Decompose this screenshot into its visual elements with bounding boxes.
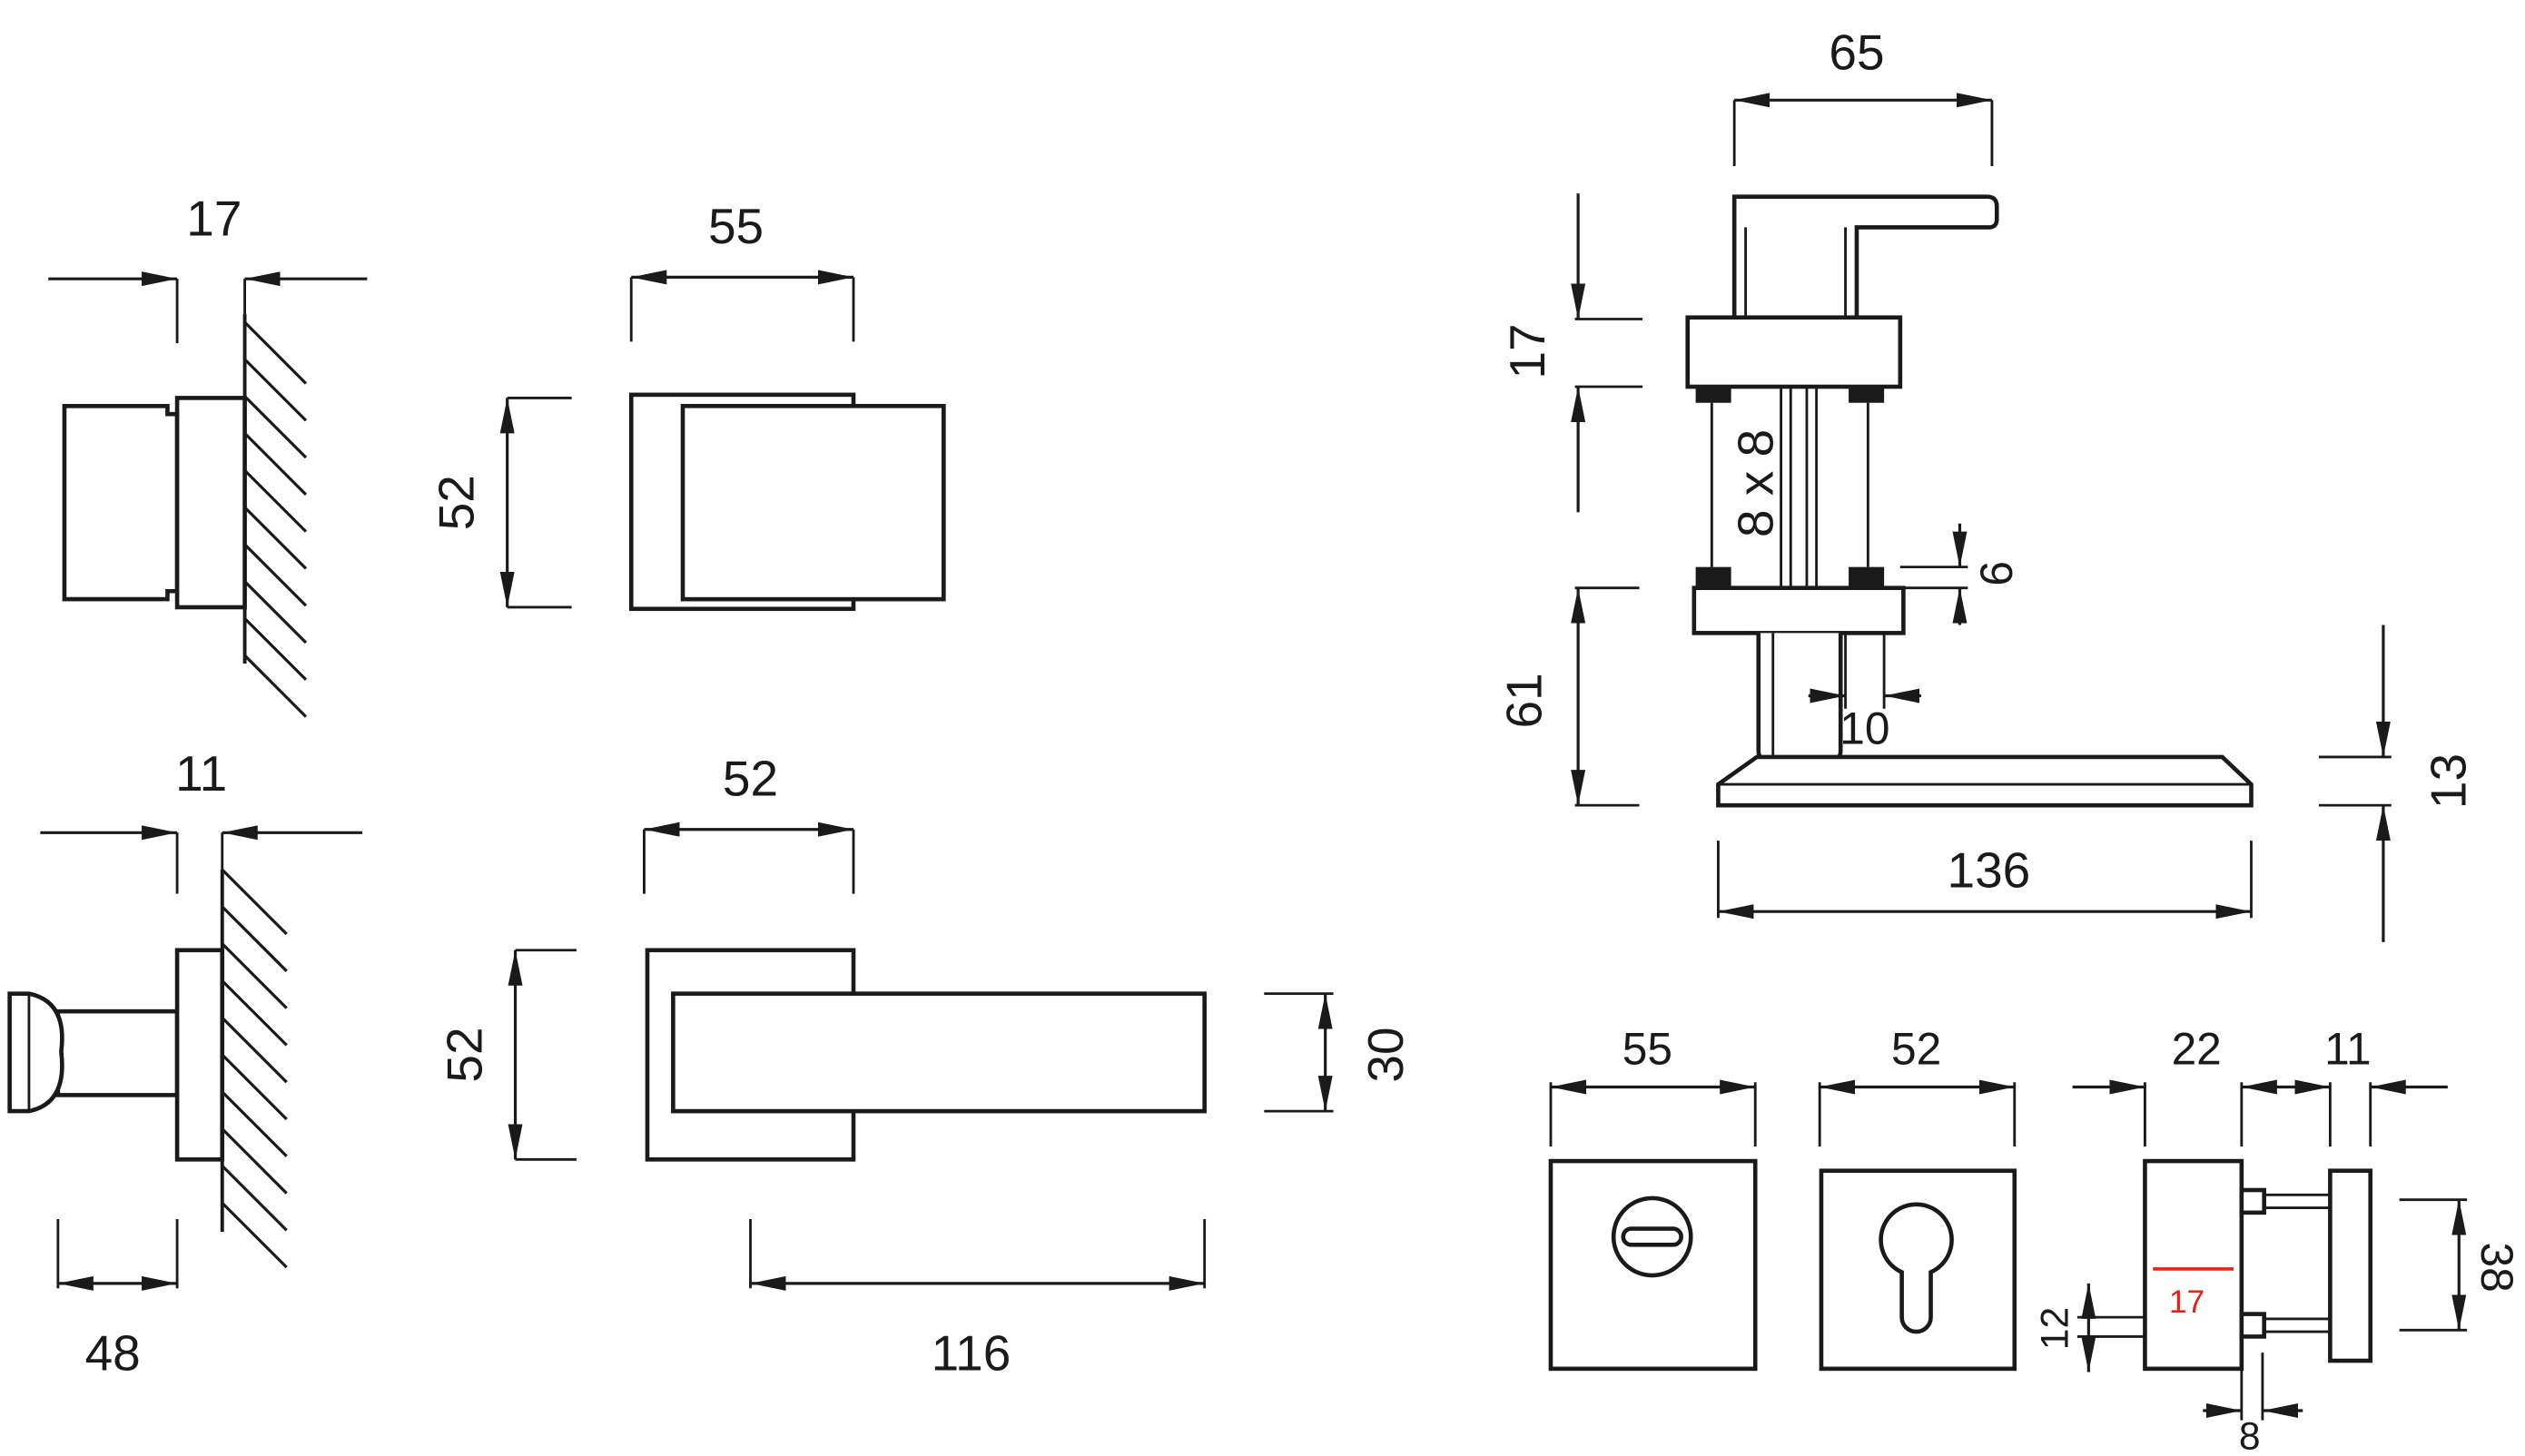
pz-escutcheon-view: 52: [1818, 1024, 2017, 1372]
hatch-line: [221, 1090, 288, 1157]
dimension-label-rosette-depth: 22: [2172, 1024, 2222, 1075]
dimension-label-pin-spacing: 38: [2471, 1243, 2522, 1293]
dimension-label-rose-height: 17: [1499, 323, 1555, 379]
dimension-label-lever-height: 30: [1357, 1027, 1414, 1082]
hatch-line: [243, 358, 308, 422]
dimension-label-rose-width: 52: [723, 750, 778, 806]
fixing-block: [1695, 386, 1731, 403]
dimension-label-lever-length: 116: [932, 1325, 1011, 1382]
rose-plate: [174, 948, 225, 1162]
handle-end-cap: [7, 991, 64, 1114]
dimension-label-pz-width: 52: [1891, 1024, 1941, 1075]
handle-side-view: 11 48: [7, 745, 363, 1382]
wall-hatching: [243, 320, 308, 718]
rosette-body: [2143, 1158, 2244, 1372]
dimension-label-rose-thickness: 17: [186, 190, 242, 246]
dimension-label-neck-height: 61: [1495, 673, 1552, 728]
dimension-label-plate-thickness: 11: [2324, 1024, 2372, 1075]
hatch-line: [243, 580, 308, 644]
hatch-line: [243, 654, 308, 718]
handle-front-view: 52 52 30 116: [436, 750, 1413, 1381]
wall-hatching: [221, 868, 288, 1269]
hatch-line: [221, 868, 288, 936]
assembly-side-view: 65 17 8 x 8 9 61 10 13 136: [1495, 25, 2476, 942]
hatch-line: [221, 979, 288, 1047]
dimension-label-lever-length: 136: [1948, 842, 2031, 899]
hatch-line: [221, 1165, 288, 1232]
wc-turn-slot: [1621, 1226, 1683, 1247]
keyhole-icon: [1879, 1202, 1954, 1334]
red-marker-label: 17: [2169, 1284, 2204, 1320]
dimension-label-projection: 48: [85, 1325, 141, 1382]
dimension-label-screw-gap: 9: [1971, 561, 2022, 586]
rose-side-view: 17: [48, 190, 368, 718]
screw-head: [2239, 1187, 2266, 1215]
fixing-block: [1849, 386, 1885, 403]
hatch-line: [243, 543, 308, 607]
knob-body: [62, 403, 180, 602]
hatch-line: [243, 320, 308, 385]
hatch-line: [221, 1127, 288, 1195]
rose-plate: [174, 396, 247, 610]
hatch-line: [221, 942, 288, 1009]
lower-rose: [1692, 585, 1906, 635]
dimension-label-spindle: 12: [2033, 1307, 2076, 1350]
hatch-line: [243, 506, 308, 570]
hatch-line: [221, 1202, 288, 1269]
upper-rose: [1685, 315, 1903, 389]
counter-plate: [2328, 1168, 2373, 1363]
rosette-side-view: 17 22 11 38 12 8: [2033, 1024, 2522, 1456]
handle-shaft: [55, 1008, 180, 1097]
hatch-line: [243, 469, 308, 533]
screw-head: [2239, 1312, 2266, 1339]
fixing-block: [1849, 566, 1885, 588]
dimension-label-lever-width: 65: [1829, 25, 1884, 81]
lever-outline: [671, 991, 1207, 1114]
dimension-label-rose-height: 52: [436, 1027, 492, 1082]
rose-front-view: 55 52: [428, 198, 946, 612]
upper-lever: [1731, 194, 1999, 318]
dimension-label-wc-width: 55: [1623, 1024, 1672, 1075]
wc-escutcheon-view: 55: [1548, 1024, 1758, 1372]
hatch-line: [221, 905, 288, 972]
dimension-label-rose-thickness: 11: [175, 745, 227, 802]
hatch-line: [243, 395, 308, 459]
dimension-label-lever-thickness: 13: [2420, 753, 2476, 809]
fixing-block: [1695, 566, 1731, 588]
dimension-label-screw-width: 10: [1840, 703, 1889, 754]
knob-front-face: [680, 403, 946, 602]
hatch-line: [243, 617, 308, 681]
hatch-line: [221, 1017, 288, 1084]
dimension-label-screw: 8: [2239, 1415, 2261, 1456]
hatch-line: [243, 432, 308, 496]
hatch-line: [221, 1053, 288, 1121]
dimension-label-rose-height: 52: [428, 475, 484, 530]
dimension-label-rose-width: 55: [708, 198, 764, 254]
lower-lever: [1716, 754, 2254, 808]
spindle-size-label: 8 x 8: [1728, 429, 1784, 537]
